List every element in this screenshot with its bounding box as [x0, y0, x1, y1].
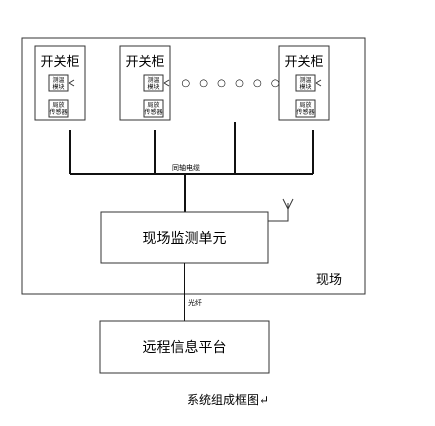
discharge-sensor-label: 传感器: [144, 108, 162, 116]
discharge-sensor-box: [295, 99, 316, 118]
remote-platform-label: 远程信息平台: [143, 339, 227, 356]
antenna-icon: [268, 198, 294, 222]
temp-module-box: [295, 74, 316, 92]
antenna-icon: [315, 79, 322, 87]
more-cabinets-ellipsis: ○ ○ ○ ○ ○ ○: [181, 78, 282, 89]
discharge-sensor-box: [143, 99, 164, 118]
site-boundary: [21, 37, 366, 295]
temp-module-label: 测温: [147, 76, 159, 84]
temp-module-label: 模块: [52, 83, 64, 91]
remote-platform-box: [99, 320, 270, 374]
cabinet-title: 开关柜: [284, 55, 323, 70]
figure-caption: 系统组成框图↵: [187, 393, 269, 407]
fiber-label: 光纤: [188, 298, 202, 307]
temp-module-label: 测温: [52, 76, 64, 84]
temp-module-label: 测温: [299, 76, 311, 84]
cabinet-title: 开关柜: [40, 55, 79, 70]
discharge-sensor-label: 局放: [147, 101, 159, 109]
discharge-sensor-label: 传感器: [296, 108, 314, 116]
temp-module-label: 模块: [147, 83, 159, 91]
coaxial-cable-bus: [69, 122, 314, 212]
temp-module-box: [143, 74, 164, 92]
cabinet-title: 开关柜: [125, 55, 164, 70]
discharge-sensor-label: 局放: [299, 101, 311, 109]
site-monitoring-unit-label: 现场监测单元: [143, 231, 227, 247]
discharge-sensor-label: 局放: [52, 101, 64, 109]
temp-module-box: [48, 74, 69, 92]
temp-module-label: 模块: [299, 83, 311, 91]
discharge-sensor-label: 传感器: [49, 108, 67, 116]
switchgear-cabinet-3: 开关柜 测温 模块 局放 传感器: [278, 45, 330, 121]
switchgear-cabinet-2: 开关柜 测温 模块 局放 传感器: [119, 45, 171, 121]
coaxial-cable-label: 同轴电缆: [172, 163, 200, 172]
antenna-icon: [68, 79, 75, 87]
antenna-icon: [163, 79, 170, 87]
site-label: 现场: [316, 273, 342, 288]
discharge-sensor-box: [48, 99, 69, 118]
switchgear-cabinet-1: 开关柜 测温 模块 局放 传感器: [34, 45, 86, 121]
